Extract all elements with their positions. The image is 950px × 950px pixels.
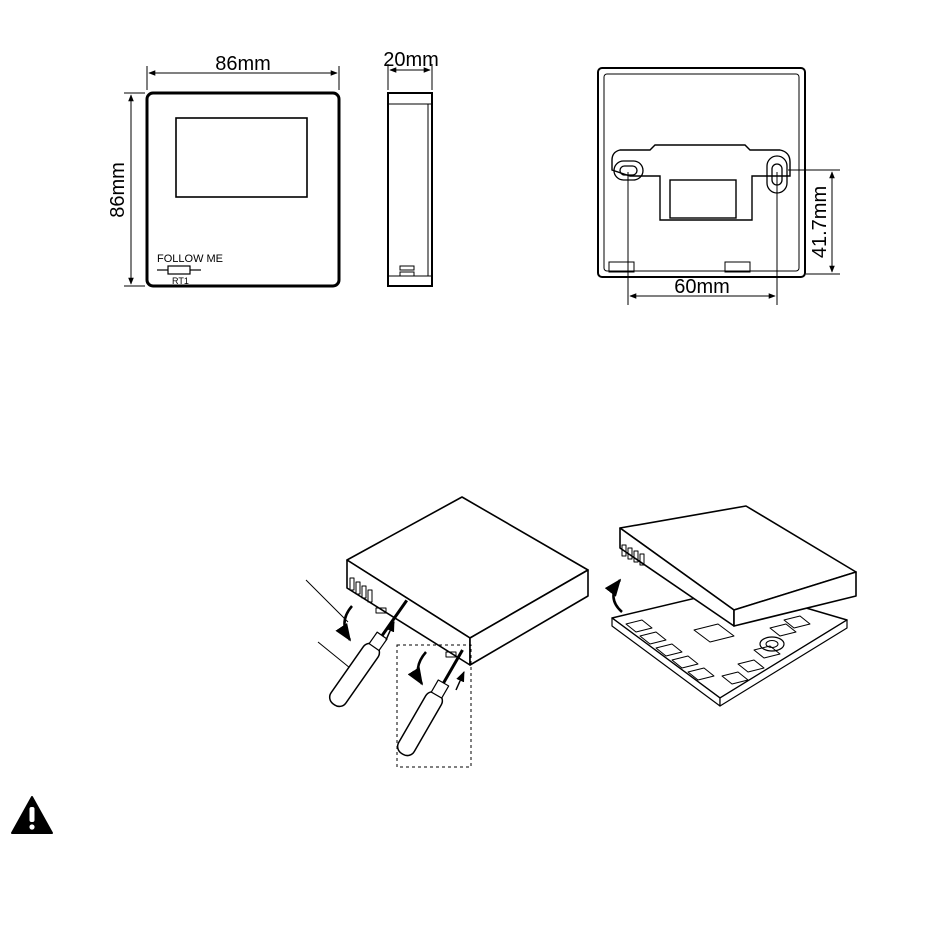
back-view — [598, 68, 805, 277]
front-height-label: 86mm — [107, 162, 129, 218]
opened-illustration — [612, 506, 856, 706]
warning-triangle-icon — [12, 797, 52, 833]
hole-height-label: 41.7mm — [809, 186, 831, 258]
follow-me-label: FOLLOW ME — [157, 253, 223, 265]
sensor-code-label: RT1 — [172, 276, 189, 286]
side-view — [388, 93, 432, 286]
hole-spacing-label: 60mm — [674, 276, 730, 298]
depth-label: 20mm — [383, 49, 439, 71]
removal-illustration — [306, 497, 588, 758]
front-width-label: 86mm — [215, 53, 271, 75]
